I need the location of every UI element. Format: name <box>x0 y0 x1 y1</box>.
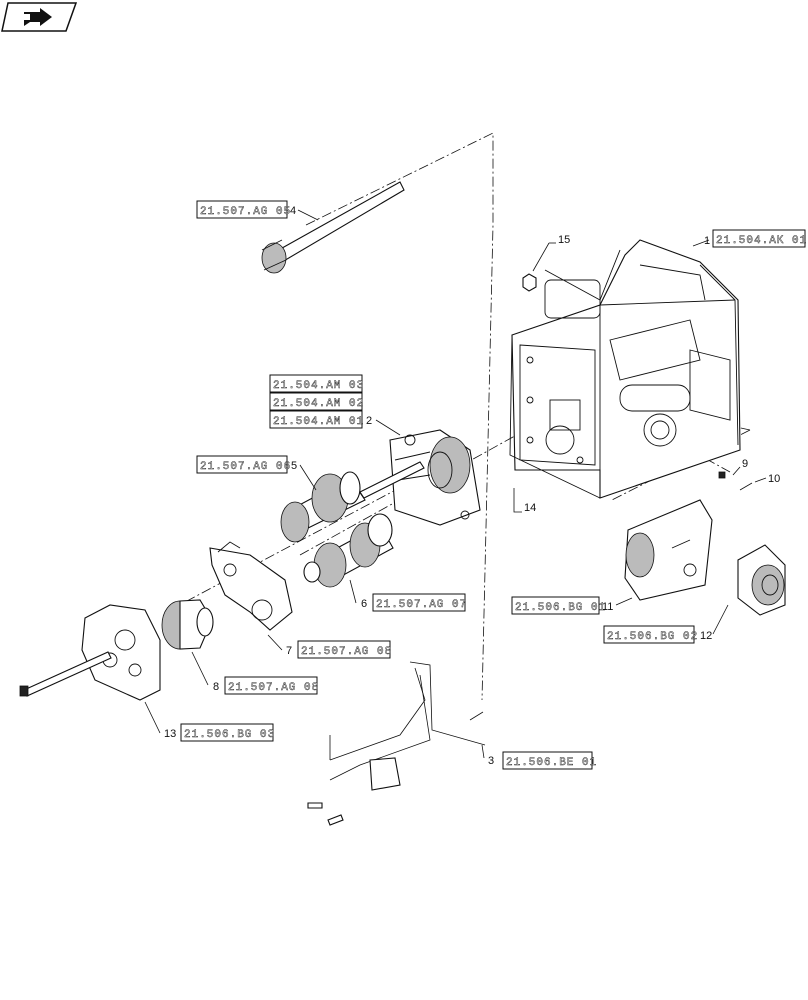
callout-14[interactable]: 14 <box>513 500 536 514</box>
callout-3[interactable]: 3 21.506.BE 01 <box>481 744 597 770</box>
callout-5[interactable]: 21.507.AG 06 5 <box>196 455 317 491</box>
bracket-part-7[interactable] <box>209 541 293 631</box>
callout-number-7: 7 <box>286 645 292 657</box>
callout-ref-1: 21.504.AK 01 <box>716 235 807 247</box>
callout-8[interactable]: 8 21.507.AG 08 <box>191 651 319 695</box>
callout-11[interactable]: 21.506.BG 01 11 <box>511 596 633 615</box>
next-page-button[interactable] <box>1 2 78 32</box>
callout-ref-2a: 21.504.AM 03 <box>273 380 364 392</box>
callout-number-15: 15 <box>558 234 570 246</box>
callout-ref-2b: 21.504.AM 02 <box>273 398 364 410</box>
callout-number-12: 12 <box>700 630 712 642</box>
callout-number-1: 1 <box>704 235 710 247</box>
gear-cluster-part-5[interactable] <box>280 461 425 543</box>
callout-number-10: 10 <box>768 473 780 485</box>
callout-number-3: 3 <box>488 755 494 767</box>
callout-number-9: 9 <box>742 458 748 470</box>
callout-4[interactable]: 21.507.AG 05 4 <box>196 200 319 221</box>
callout-15[interactable]: 15 <box>558 234 570 246</box>
callout-ref-11: 21.506.BG 01 <box>515 602 606 614</box>
callout-12[interactable]: 21.506.BG 02 12 <box>603 604 729 644</box>
nut-part-15[interactable] <box>522 242 556 292</box>
gear-carrier-part-2[interactable] <box>389 429 481 526</box>
callout-ref-5: 21.507.AG 06 <box>200 461 291 473</box>
callout-number-14: 14 <box>524 502 536 514</box>
callout-number-8: 8 <box>213 681 219 693</box>
callout-number-11: 11 <box>602 601 613 613</box>
callout-9[interactable]: 9 <box>732 458 748 476</box>
callout-6[interactable]: 6 21.507.AG 07 <box>349 579 467 612</box>
callout-2[interactable]: 21.504.AM 03 21.504.AM 02 21.504.AM 01 2 <box>269 374 401 436</box>
gear-cluster-part-6[interactable] <box>303 513 394 588</box>
cover-part-12[interactable] <box>737 544 786 616</box>
bolt-part-9[interactable] <box>718 471 726 479</box>
pipes-part-3[interactable] <box>329 661 486 791</box>
callout-number-13: 13 <box>164 728 176 740</box>
callout-ref-3: 21.506.BE 01 <box>506 757 597 769</box>
callout-ref-7: 21.507.AG 08 <box>301 646 392 658</box>
bolt-part-10[interactable] <box>739 482 753 491</box>
callout-number-5: 5 <box>291 460 297 472</box>
callout-ref-6: 21.507.AG 07 <box>376 599 467 611</box>
callout-ref-8: 21.507.AG 08 <box>228 682 319 694</box>
callout-ref-4: 21.507.AG 05 <box>200 206 291 218</box>
bolts-pipe-bracket <box>307 802 344 826</box>
cover-plate-part-11[interactable] <box>624 499 713 601</box>
callout-ref-13: 21.506.BG 03 <box>184 729 275 741</box>
next-page-arrow-icon <box>22 8 52 26</box>
callout-10[interactable]: 10 <box>754 473 780 485</box>
callout-number-2: 2 <box>366 415 372 427</box>
callout-number-4: 4 <box>290 205 296 217</box>
callout-13[interactable]: 13 21.506.BG 03 <box>144 701 275 742</box>
callout-ref-12: 21.506.BG 02 <box>607 631 698 643</box>
callout-1[interactable]: 1 21.504.AK 01 <box>692 229 807 248</box>
callout-number-6: 6 <box>361 598 367 610</box>
pto-housing-part-13[interactable] <box>19 604 161 701</box>
callout-7[interactable]: 7 21.507.AG 08 <box>267 634 392 659</box>
shaft-part-4[interactable] <box>261 181 405 274</box>
callout-ref-2c: 21.504.AM 01 <box>273 416 364 428</box>
transmission-housing-part-1[interactable] <box>509 239 741 499</box>
hub-part-8[interactable] <box>161 599 214 650</box>
